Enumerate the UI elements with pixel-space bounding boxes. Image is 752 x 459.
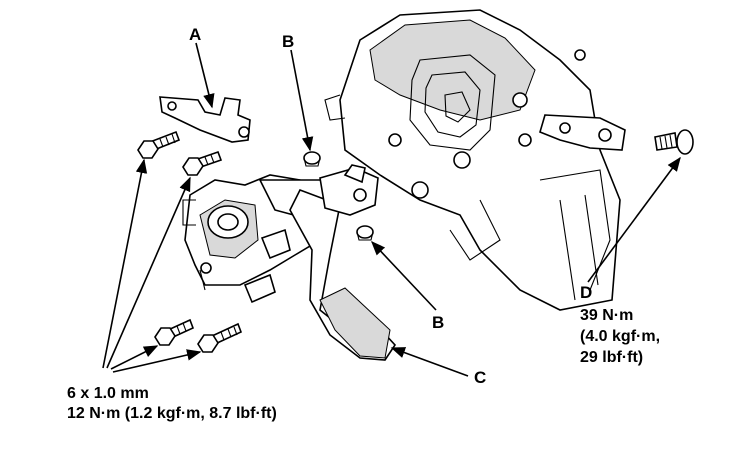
bolt-upper-mid <box>182 150 223 176</box>
dowel-pin-upper <box>303 151 321 167</box>
bolt-upper-left <box>137 130 181 159</box>
bolt-d <box>654 129 694 155</box>
hose-fitting <box>319 164 379 216</box>
bolt-spec-size: 6 x 1.0 mm <box>67 385 149 402</box>
bracket-a <box>159 96 251 143</box>
callout-b-top: B <box>282 32 294 51</box>
torque-d-line2: (4.0 kgf·m, <box>580 328 660 345</box>
mount-plate <box>539 114 626 151</box>
callout-a: A <box>189 25 201 44</box>
bolt-lower-left <box>154 318 195 346</box>
bolt-spec-torque: 12 N·m (1.2 kgf·m, 8.7 lbf·ft) <box>67 405 277 422</box>
callout-d: D <box>580 283 592 302</box>
torque-d-line1: 39 N·m <box>580 307 633 324</box>
bolt-lower-mid <box>197 322 243 353</box>
dowel-pin-lower <box>356 225 374 241</box>
leader-lines <box>102 42 681 377</box>
torque-d-line3: 29 lbf·ft) <box>580 349 643 366</box>
pedal-assembly <box>182 174 397 361</box>
callout-c: C <box>474 368 486 387</box>
callout-b-bottom: B <box>432 313 444 332</box>
transmission-housing <box>324 9 621 311</box>
